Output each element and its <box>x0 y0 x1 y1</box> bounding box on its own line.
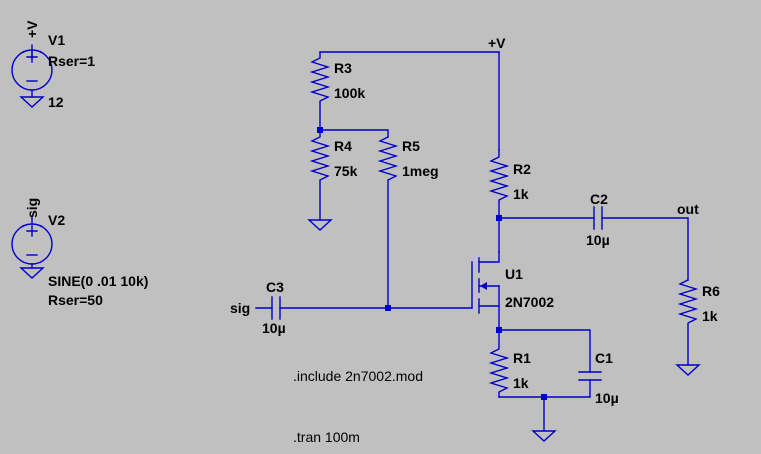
label-c1-value: 10µ <box>595 390 619 406</box>
resistor-r6[interactable] <box>677 279 699 366</box>
label-c2-ref: C2 <box>590 191 608 207</box>
label-r4-value: 75k <box>334 163 358 179</box>
label-r5-value: 1meg <box>402 163 439 179</box>
net-label-out: out <box>677 201 699 217</box>
ground-symbol-r6 <box>675 364 701 376</box>
label-r2-ref: R2 <box>513 161 531 177</box>
wire-source-to-c1 <box>498 329 591 373</box>
junction-gate-node <box>385 305 391 311</box>
resistor-r3[interactable] <box>309 51 331 131</box>
voltage-source-v2[interactable] <box>11 216 53 269</box>
capacitor-c1[interactable] <box>578 371 602 381</box>
label-v2-rser: Rser=50 <box>48 292 103 308</box>
voltage-source-v1[interactable] <box>11 44 53 98</box>
label-r2-value: 1k <box>513 186 529 202</box>
label-c1-ref: C1 <box>595 350 613 366</box>
label-v2-ref: V2 <box>48 212 65 228</box>
ground-symbol-v1 <box>19 96 45 108</box>
label-r3-ref: R3 <box>334 60 352 76</box>
spice-directive-tran[interactable]: .tran 100m <box>293 429 360 445</box>
label-r3-value: 100k <box>334 85 365 101</box>
net-label-vplus: +V <box>488 35 506 51</box>
label-v2-sine: SINE(0 .01 10k) <box>48 273 148 289</box>
capacitor-c2[interactable] <box>593 206 603 230</box>
resistor-r5[interactable] <box>377 136 399 309</box>
label-v1-rser: Rser=1 <box>48 53 95 69</box>
label-r6-value: 1k <box>702 308 718 324</box>
net-label-v2-sig: sig <box>24 198 40 218</box>
label-r1-value: 1k <box>513 375 529 391</box>
wire-c2-to-out <box>601 217 689 281</box>
capacitor-c3[interactable] <box>255 296 281 320</box>
spice-directive-include[interactable]: .include 2n7002.mod <box>293 368 423 384</box>
label-c3-ref: C3 <box>266 279 284 295</box>
label-r1-ref: R1 <box>513 350 531 366</box>
ground-symbol-main <box>531 430 557 442</box>
net-label-v1-plus: +V <box>24 20 40 38</box>
label-r5-ref: R5 <box>402 138 420 154</box>
label-r6-ref: R6 <box>702 283 720 299</box>
wire-c1-to-ground <box>498 379 591 398</box>
label-u1-ref: U1 <box>505 266 523 282</box>
resistor-r4[interactable] <box>309 129 331 221</box>
label-v1-ref: V1 <box>48 32 65 48</box>
net-label-sig: sig <box>230 300 250 316</box>
label-u1-value: 2N7002 <box>505 294 554 310</box>
label-c3-value: 10µ <box>262 320 286 336</box>
mosfet-u1[interactable] <box>471 251 500 331</box>
ground-symbol-v2 <box>19 267 45 279</box>
resistor-r1[interactable] <box>488 329 510 398</box>
label-v1-value: 12 <box>48 94 64 110</box>
wire-bias-node <box>319 129 389 138</box>
label-r4-ref: R4 <box>334 138 352 154</box>
label-c2-value: 10µ <box>586 232 610 248</box>
resistor-r2[interactable] <box>488 149 510 253</box>
ground-symbol-r4 <box>307 219 333 231</box>
